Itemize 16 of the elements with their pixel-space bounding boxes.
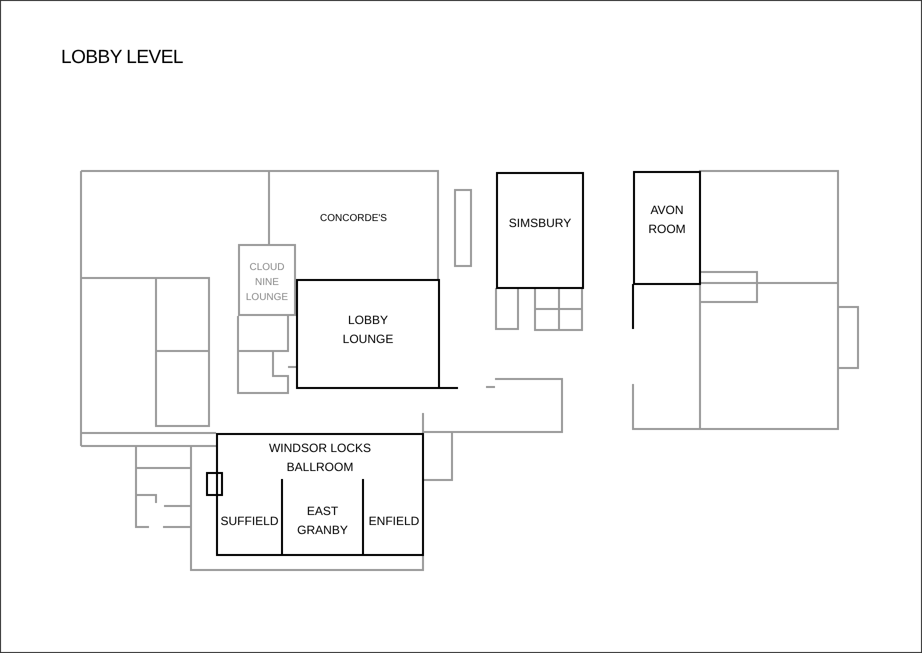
room-box — [216, 433, 424, 556]
room-label: CONCORDE'S — [319, 212, 388, 226]
room-label: ENFIELD — [368, 513, 420, 530]
room-box — [238, 244, 296, 316]
room-label: CLOUD NINE LOUNGE — [244, 261, 290, 305]
room-box — [633, 171, 701, 285]
room-label: SIMSBURY — [508, 215, 572, 232]
room-label: LOBBY LOUNGE — [342, 312, 394, 348]
room-box — [296, 279, 440, 389]
room-label: SUFFIELD — [220, 513, 280, 530]
room-label: EAST GRANBY — [296, 503, 349, 539]
room-label: WINDSOR LOCKS BALLROOM — [268, 440, 372, 476]
room-section — [218, 479, 283, 554]
room-box — [496, 172, 584, 289]
floor-title: LOBBY LEVEL — [61, 47, 183, 69]
room-label: AVON ROOM — [647, 202, 687, 238]
